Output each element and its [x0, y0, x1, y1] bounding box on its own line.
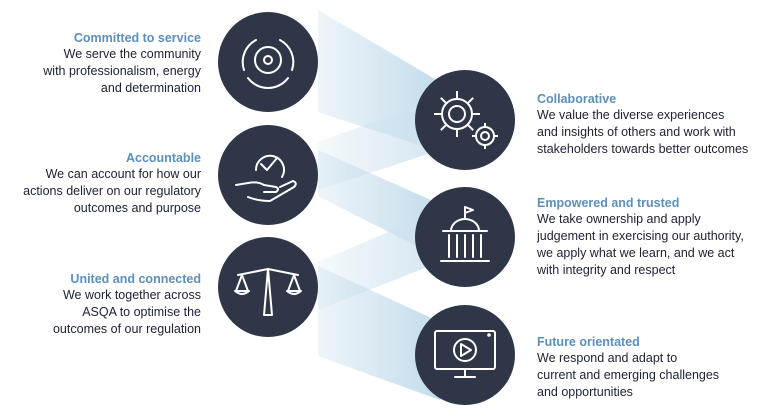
video-screen-icon: [434, 330, 496, 378]
value-empowered-and-trusted: Empowered and trusted We take ownership …: [537, 195, 765, 279]
value-title: Future orientated: [537, 335, 640, 349]
target-icon: [241, 39, 295, 89]
value-description: We work together across ASQA to optimise…: [0, 287, 201, 338]
value-title: Committed to service: [73, 31, 201, 45]
description-line: outcomes of our regulation: [52, 322, 201, 336]
value-title: Accountable: [125, 151, 201, 165]
circle-committed-to-service: [218, 12, 318, 112]
description-line: and determination: [100, 81, 201, 95]
description-line: ASQA to optimise the: [82, 305, 201, 319]
value-title: Collaborative: [537, 92, 617, 106]
scales-icon: [234, 268, 302, 316]
building-icon: [440, 206, 490, 262]
value-description: We can account for how our actions deliv…: [0, 166, 201, 217]
value-description: We serve the community with professional…: [0, 46, 201, 97]
circle-empowered-and-trusted: [415, 187, 515, 287]
gears-icon: [434, 91, 498, 149]
circle-united-and-connected: [218, 237, 318, 337]
beam-united-to-future: [318, 266, 440, 400]
hand-check-icon: [235, 154, 297, 202]
value-title: United and connected: [70, 272, 201, 286]
value-accountable: Accountable We can account for how our a…: [0, 150, 201, 217]
circle-future-orientated: [415, 305, 515, 405]
description-line: We work together across: [62, 288, 201, 302]
description-line: We can account for how our: [45, 167, 201, 181]
circle-collaborative: [415, 70, 515, 170]
description-line: We value the diverse experiences: [537, 108, 725, 122]
circle-accountable: [218, 125, 318, 225]
description-line: outcomes and purpose: [73, 201, 201, 215]
description-line: current and emerging challenges: [537, 368, 720, 382]
value-united-and-connected: United and connected We work together ac…: [0, 271, 201, 338]
description-line: stakeholders towards better outcomes: [537, 142, 749, 156]
value-description: We value the diverse experiences and ins…: [537, 107, 765, 158]
description-line: judgement in exercising our authority,: [537, 229, 744, 243]
description-line: actions deliver on our regulatory: [23, 184, 201, 198]
description-line: and opportunities: [537, 385, 633, 399]
value-committed-to-service: Committed to service We serve the commun…: [0, 30, 201, 97]
description-line: we apply what we learn, and we act: [537, 246, 735, 260]
description-line: We respond and adapt to: [537, 351, 678, 365]
value-description: We respond and adapt to current and emer…: [537, 350, 765, 401]
description-line: We take ownership and apply: [537, 212, 701, 226]
value-description: We take ownership and apply judgement in…: [537, 211, 765, 279]
value-title: Empowered and trusted: [537, 196, 680, 210]
description-line: and insights of others and work with: [537, 125, 736, 139]
description-line: with professionalism, energy: [43, 64, 201, 78]
description-line: with integrity and respect: [537, 263, 676, 277]
value-future-orientated: Future orientated We respond and adapt t…: [537, 334, 765, 401]
value-collaborative: Collaborative We value the diverse exper…: [537, 91, 765, 158]
description-line: We serve the community: [63, 47, 201, 61]
